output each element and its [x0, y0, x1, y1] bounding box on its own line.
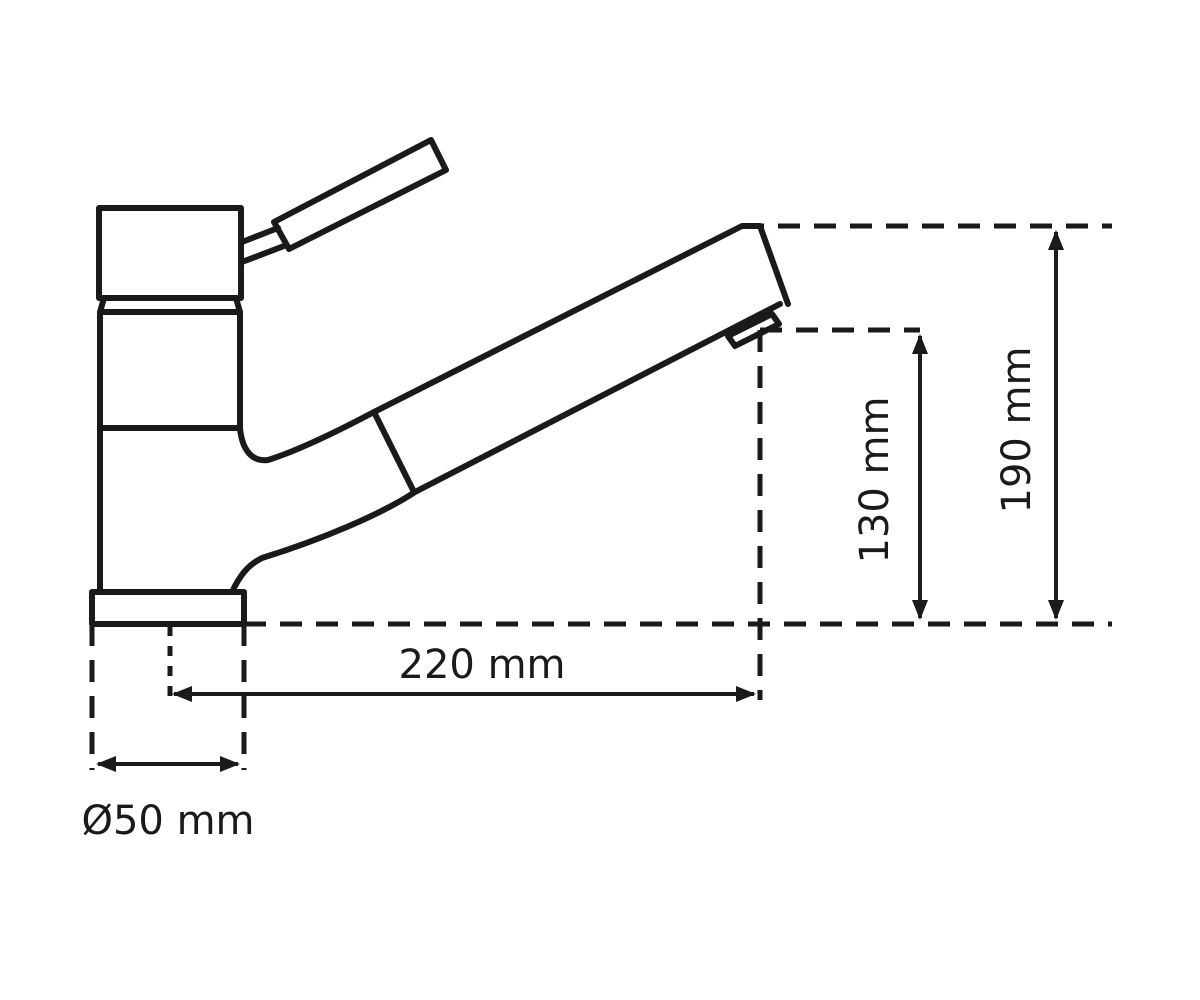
faucet-body-column — [97, 301, 783, 595]
reference-lines — [89, 223, 1112, 770]
dimension-labels: 220 mm 130 mm 190 mm Ø50 mm — [81, 347, 1040, 845]
diameter-label: Ø50 mm — [81, 798, 254, 844]
lever-stem — [239, 225, 281, 245]
faucet-outline — [89, 137, 791, 627]
cartridge-cap — [96, 205, 244, 301]
spray-nozzle — [725, 311, 782, 349]
dimension-arrows — [96, 230, 1064, 772]
lever-stem-lower — [239, 243, 287, 265]
spout-joint — [371, 409, 416, 493]
faucet-body — [97, 295, 243, 315]
lever-handle — [271, 137, 449, 252]
base-plate — [89, 589, 247, 627]
spout-height-label: 130 mm — [852, 397, 898, 564]
spout-top-edge — [237, 223, 791, 464]
total-height-label: 190 mm — [994, 347, 1040, 514]
reach-label: 220 mm — [399, 642, 566, 688]
